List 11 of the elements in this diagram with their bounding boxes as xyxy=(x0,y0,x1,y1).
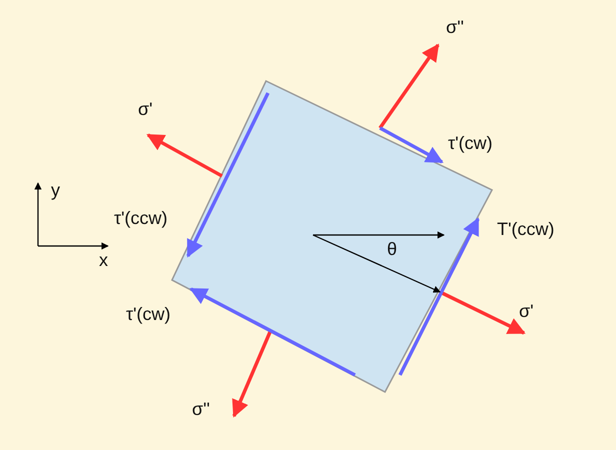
stress-label: σ' xyxy=(519,302,534,320)
stress-label: T'(ccw) xyxy=(497,220,554,238)
stress-label: σ'' xyxy=(446,18,464,36)
stress-label: τ'(cw) xyxy=(126,305,171,323)
axis-label: x xyxy=(99,251,108,269)
axis-label: y xyxy=(51,181,60,199)
stress-label: σ'' xyxy=(192,400,210,418)
angle-label: θ xyxy=(387,240,398,258)
stress-label: σ' xyxy=(138,100,153,118)
stress-label: τ'(cw) xyxy=(448,134,493,152)
stress-label: τ'(ccw) xyxy=(114,209,168,227)
